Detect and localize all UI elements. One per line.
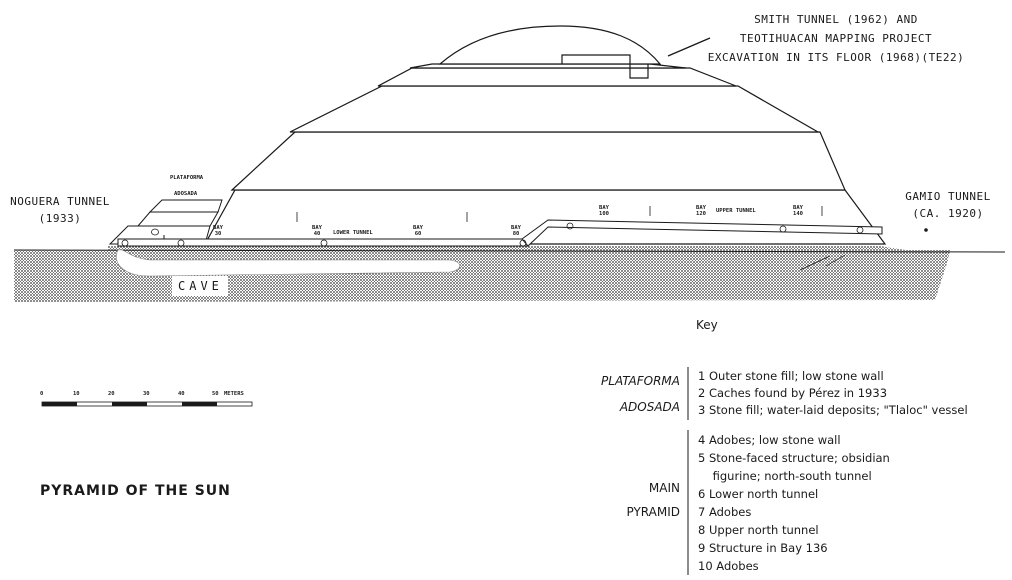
- figure-title: PYRAMID OF THE SUN: [40, 483, 231, 499]
- ground-scratches: [799, 254, 846, 271]
- key-item-3: 3 Stone fill; water-laid deposits; "Tlal…: [698, 403, 968, 417]
- bay-word: BAY: [599, 205, 609, 211]
- bay-word: BAY: [511, 225, 521, 231]
- scale-tick-40: 40: [178, 391, 185, 397]
- bay-word: BAY: [312, 225, 322, 231]
- key-item-5: 5 Stone-faced structure; obsidian: [698, 451, 890, 465]
- lower-tunnel-label: LOWER TUNNEL: [333, 230, 373, 236]
- plataforma-adosada-steps: [108, 199, 223, 245]
- smith-line-2: TEOTIHUACAN MAPPING PROJECT: [739, 32, 933, 45]
- cave-label-box: [172, 276, 228, 296]
- smith-line-1: SMITH TUNNEL (1962) AND: [754, 13, 918, 26]
- feature-markers: [121, 222, 864, 247]
- smith-tunnel-leader: [667, 37, 711, 57]
- key-item-7: 7 Adobes: [698, 505, 752, 519]
- bay-num: 40: [313, 231, 321, 237]
- noguera-tunnel-label: NOGUERA TUNNEL (1933): [8, 195, 112, 226]
- main-pyramid: [203, 25, 887, 245]
- key-group-plataforma: PLATAFORMA: [601, 374, 680, 388]
- scale-tick-0: 0: [40, 391, 44, 397]
- gamio-tunnel-label: GAMIO TUNNEL (CA. 1920): [898, 190, 998, 221]
- bay-word: BAY: [413, 225, 423, 231]
- bay-num: 80: [512, 231, 520, 237]
- key-group-main: MAIN: [648, 481, 680, 495]
- key-title: Key: [696, 318, 718, 332]
- noguera-line-1: NOGUERA TUNNEL: [10, 195, 110, 208]
- bay-num: 60: [414, 231, 422, 237]
- scale-tick-20: 20: [108, 391, 115, 397]
- bay-word: BAY: [696, 205, 706, 211]
- scale-tick-50: 50: [212, 391, 219, 397]
- gamio-line-2: (CA. 1920): [912, 207, 984, 220]
- bay-markers: [296, 206, 823, 222]
- upper-tunnel-label: UPPER TUNNEL: [716, 208, 756, 214]
- smith-line-3: EXCAVATION IN ITS FLOOR (1968)(TE22): [707, 51, 965, 64]
- bay-word: BAY: [793, 205, 803, 211]
- cave-shape: [116, 249, 461, 277]
- scale-tick-30: 30: [143, 391, 150, 397]
- key-group-pyramid: PYRAMID: [626, 505, 681, 519]
- key-item-6: 6 Lower north tunnel: [698, 487, 819, 501]
- key-item-1: 1 Outer stone fill; low stone wall: [698, 369, 884, 383]
- bay-num: 30: [214, 231, 222, 237]
- scale-bar: [41, 401, 253, 407]
- adosada-label: ADOSADA: [174, 191, 198, 197]
- smith-tunnel-cut: [561, 54, 649, 79]
- key-item-2: 2 Caches found by Pérez in 1933: [698, 386, 888, 400]
- key-group-adosada: ADOSADA: [619, 400, 680, 414]
- scale-tick-10: 10: [73, 391, 80, 397]
- ground-line: [13, 249, 1006, 253]
- plataforma-label: PLATAFORMA: [170, 175, 204, 181]
- cave-label: CAVE: [178, 279, 223, 293]
- key-item-10: 10 Adobes: [698, 559, 759, 573]
- scale-unit: METERS: [224, 391, 244, 397]
- key-item-4: 4 Adobes; low stone wall: [698, 433, 841, 447]
- noguera-line-2: (1933): [38, 212, 82, 225]
- gamio-marker: [924, 228, 928, 232]
- key-item-9: 9 Structure in Bay 136: [698, 541, 828, 555]
- key-item-8: 8 Upper north tunnel: [698, 523, 819, 537]
- key-item-5-cont: figurine; north-south tunnel: [698, 469, 872, 483]
- bay-num: 120: [696, 211, 706, 217]
- bay-word: BAY: [213, 225, 223, 231]
- bay-num: 100: [599, 211, 609, 217]
- upper-tunnel: [521, 219, 883, 247]
- smith-tunnel-label: SMITH TUNNEL (1962) AND TEOTIHUACAN MAPP…: [686, 13, 986, 65]
- bay-num: 140: [793, 211, 803, 217]
- gamio-line-1: GAMIO TUNNEL: [905, 190, 991, 203]
